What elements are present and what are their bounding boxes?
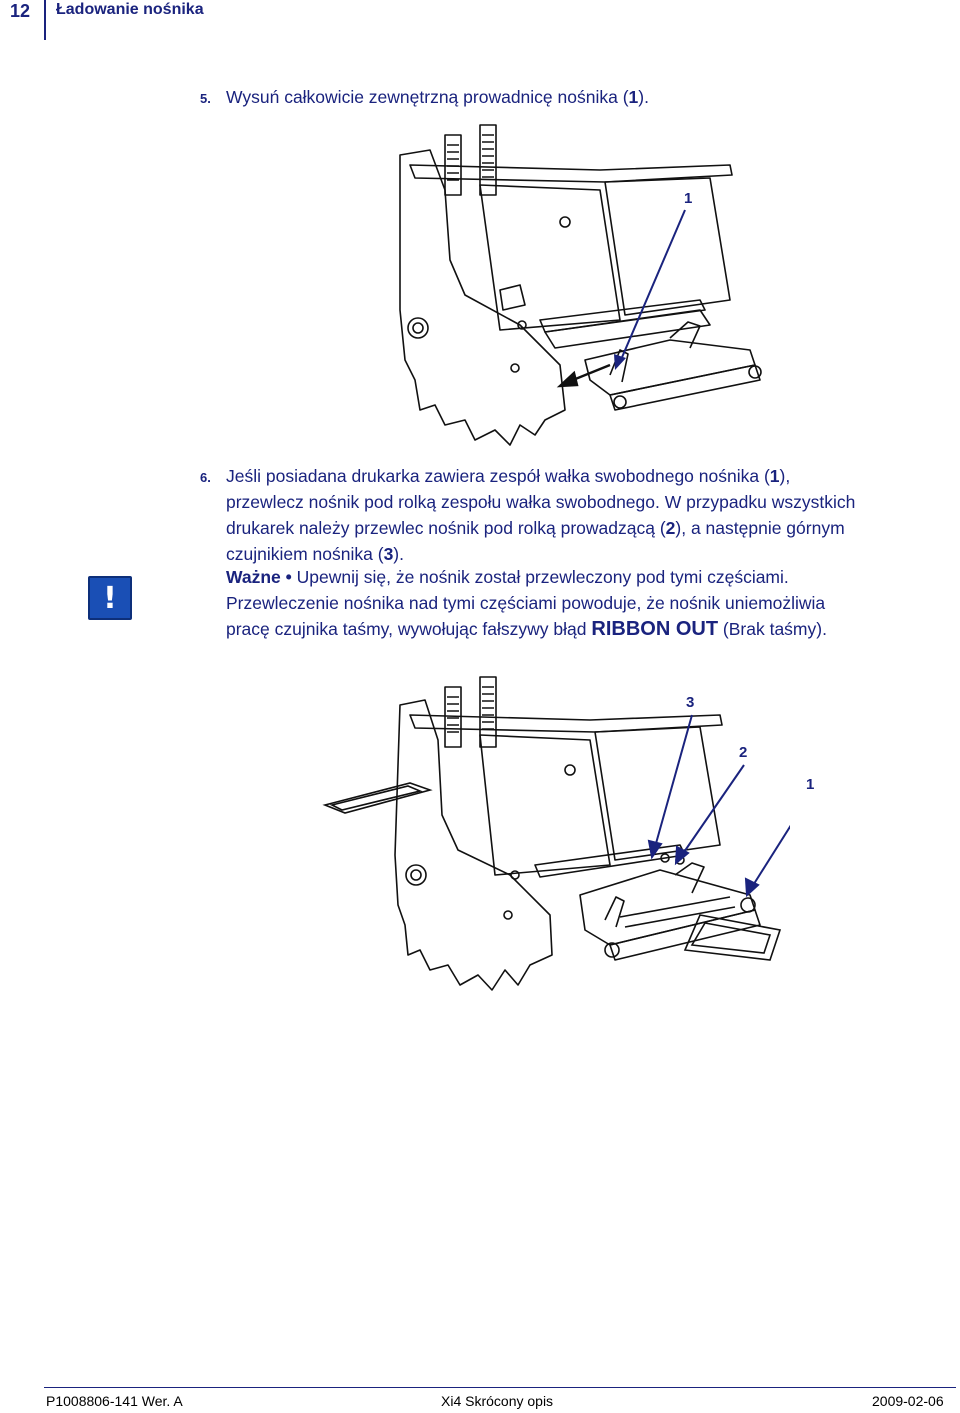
step6-line-1: Jeśli posiadana drukarka zawiera zespół … — [226, 466, 791, 486]
step-5: 5. Wysuń całkowicie zewnętrzną prowadnic… — [200, 84, 900, 110]
figure2-callout-1: 1 — [806, 776, 815, 793]
step6-line-3: drukarek należy przewlec nośnik pod rolk… — [226, 518, 845, 538]
step-text: Wysuń całkowicie zewnętrzną prowadnicę n… — [226, 87, 649, 107]
step6-line-4: czujnikiem nośnika (3). — [226, 544, 404, 564]
figure2-callout-2: 2 — [739, 744, 748, 761]
footer-divider — [44, 1387, 956, 1388]
error-code: RIBBON OUT — [591, 618, 719, 640]
footer-doc-id: P1008806-141 Wer. A — [46, 1393, 183, 1409]
step-6: 6. Jeśli posiadana drukarka zawiera zesp… — [200, 463, 940, 567]
step-number: 5. — [200, 91, 211, 106]
important-note: Ważne • Upewnij się, że nośnik został pr… — [226, 564, 946, 642]
figure1-callout-1: 1 — [684, 190, 693, 207]
note-line-3: pracę czujnika taśmy, wywołując fałszywy… — [226, 618, 827, 640]
exclamation-icon: ! — [88, 576, 132, 620]
footer-date: 2009-02-06 — [872, 1393, 944, 1409]
side-plate — [394, 699, 553, 991]
step6-line-2: przewlecz nośnik pod rolką zespołu wałka… — [226, 492, 856, 512]
note-line-1: Ważne • Upewnij się, że nośnik został pr… — [226, 567, 789, 587]
side-plate — [399, 149, 566, 446]
note-label: Ważne • — [226, 567, 292, 587]
ref-2: 2 — [665, 518, 676, 538]
figure-media-path — [322, 676, 790, 991]
header-divider — [44, 0, 46, 40]
ref-1: 1 — [628, 87, 639, 107]
callout-line-1 — [619, 209, 686, 363]
section-title: Ładowanie nośnika — [56, 1, 204, 18]
ref-1: 1 — [769, 466, 780, 486]
ref-3: 3 — [383, 544, 394, 564]
footer-doc-title: Xi4 Skrócony opis — [441, 1393, 554, 1409]
note-line-2: Przewleczenie nośnika nad tymi częściami… — [226, 593, 826, 613]
figure2-callout-3: 3 — [686, 694, 695, 711]
step-text: Jeśli posiadana drukarka zawiera zespół … — [226, 463, 946, 567]
step-number: 6. — [200, 470, 211, 485]
figure-outer-guide — [399, 124, 762, 446]
page-number: 12 — [10, 1, 31, 21]
